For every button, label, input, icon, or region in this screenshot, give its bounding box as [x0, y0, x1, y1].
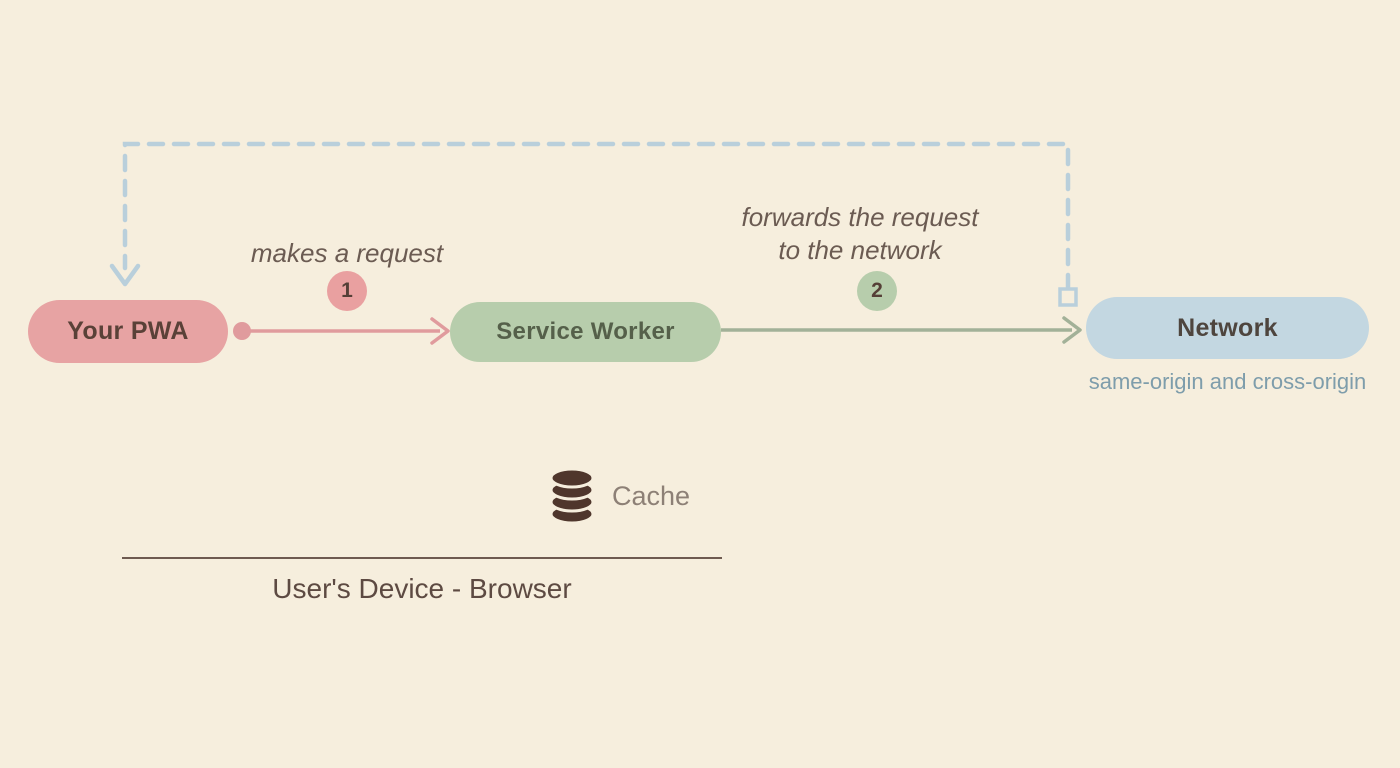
node-your-pwa-label: Your PWA [67, 317, 189, 345]
pink-arrowhead-icon [430, 317, 450, 345]
step1-number: 1 [341, 279, 353, 302]
step2-number: 2 [871, 279, 883, 302]
node-network: Network [1086, 297, 1369, 359]
dashed-arrowhead-icon [109, 263, 141, 287]
cache-group: Cache [548, 467, 690, 525]
node-service-worker: Service Worker [450, 302, 721, 362]
database-icon [549, 467, 595, 525]
step1-label: makes a request [250, 238, 444, 268]
cache-label: Cache [612, 480, 691, 511]
green-arrowhead-icon [1062, 316, 1082, 344]
request-arrow [233, 317, 450, 345]
device-boundary-line [122, 557, 722, 559]
connector-square-icon [1058, 287, 1078, 307]
device-label: User's Device - Browser [272, 573, 572, 604]
step2-badge: 2 [857, 271, 897, 311]
step1-badge: 1 [327, 271, 367, 311]
node-network-label: Network [1177, 313, 1278, 342]
step2-label-line2: to the network [778, 235, 942, 265]
node-service-worker-label: Service Worker [496, 318, 675, 345]
node-your-pwa: Your PWA [28, 300, 228, 363]
forward-arrow [721, 316, 1082, 344]
network-subtitle: same-origin and cross-origin [1088, 369, 1367, 394]
step2-label-line1: forwards the request [741, 202, 979, 232]
